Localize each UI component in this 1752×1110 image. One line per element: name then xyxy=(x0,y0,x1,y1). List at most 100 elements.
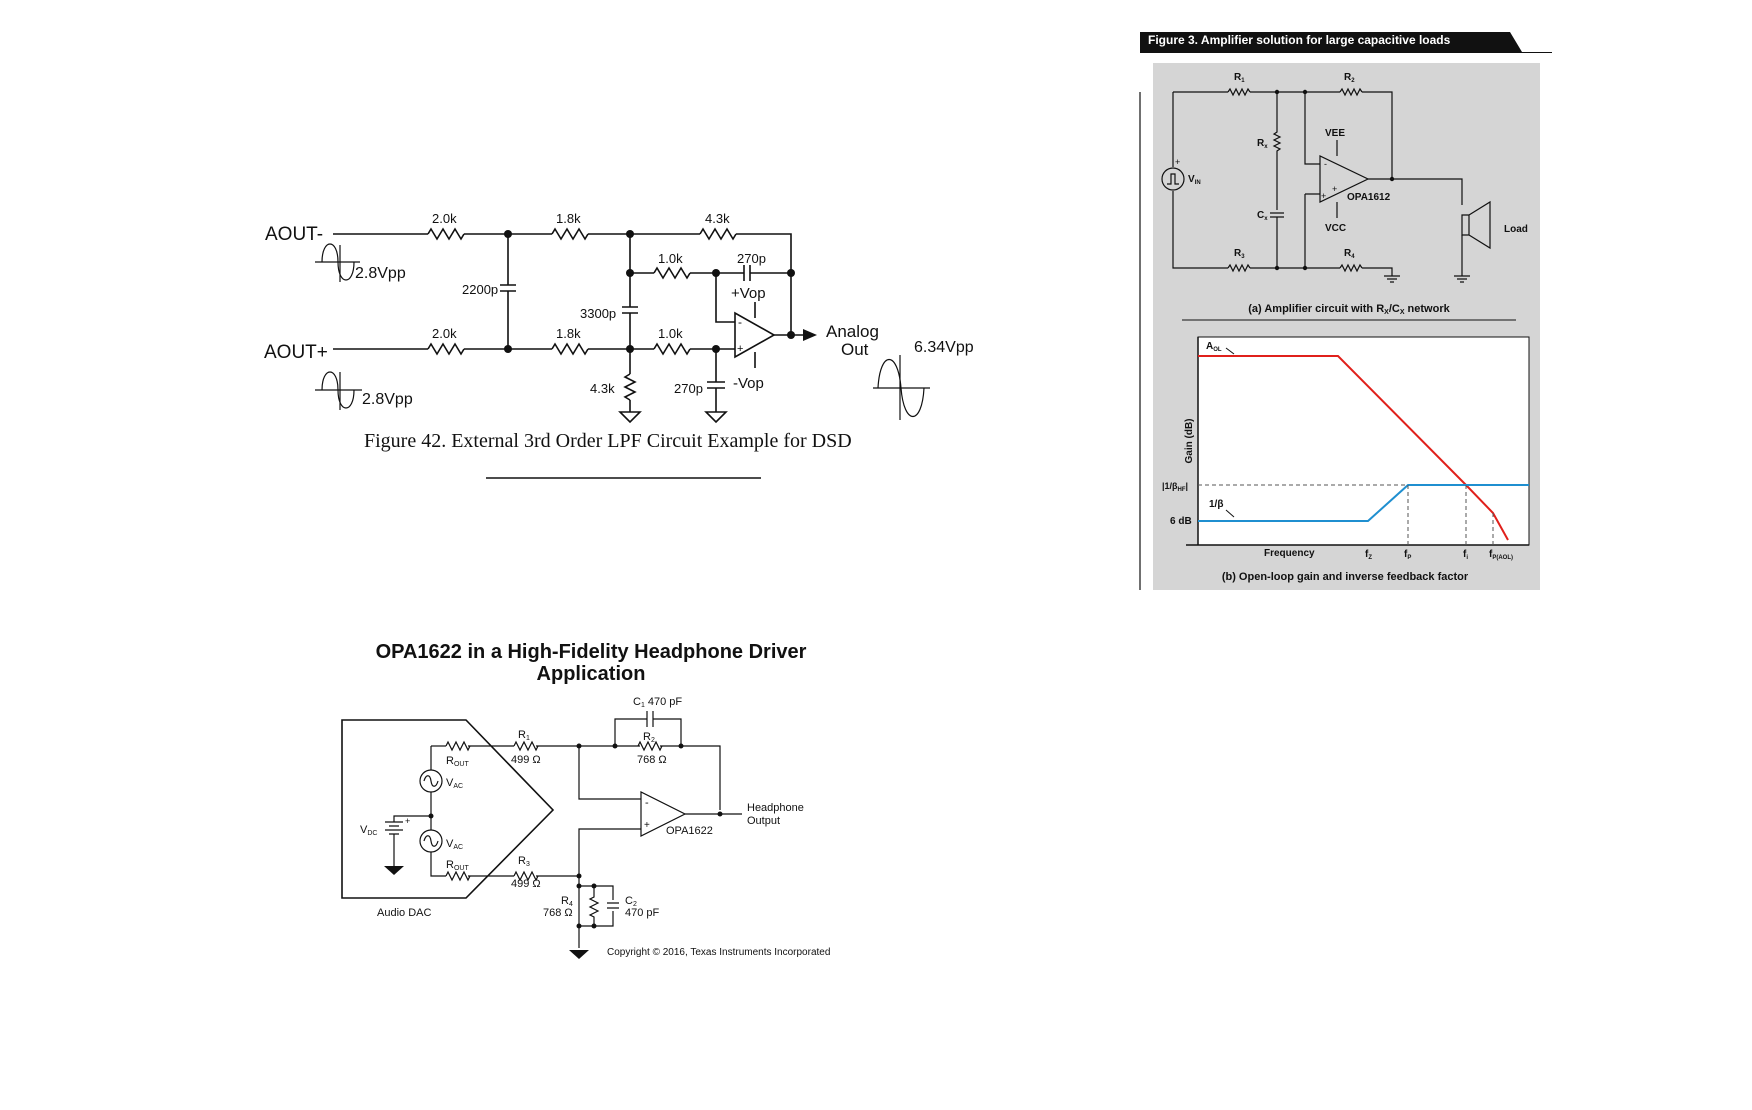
c-shunt2-label: 3300p xyxy=(580,306,616,321)
db6-label: 6 dB xyxy=(1170,516,1192,527)
svg-text:+: + xyxy=(737,343,743,355)
svg-text:R1: R1 xyxy=(1234,72,1245,84)
svg-text:-: - xyxy=(645,797,649,809)
r4-label: 1.0k xyxy=(658,251,683,266)
lpf-opamp xyxy=(734,311,776,359)
dac-ground-icon xyxy=(384,866,404,875)
svg-text:+: + xyxy=(644,820,650,831)
opa1612-label: OPA1612 xyxy=(1347,192,1391,203)
svg-text:C2: C2 xyxy=(625,895,637,908)
fig3-circuit: R1 R2 Rx Cx VEE VCC OPA1612 - + + Load xyxy=(1161,72,1528,283)
rout2-resistor xyxy=(445,870,471,882)
analog-out-label-2: Out xyxy=(841,340,869,359)
fig3-title: Figure 3. Amplifier solution for large c… xyxy=(1148,33,1451,47)
svg-text:VAC: VAC xyxy=(446,777,463,790)
r-ground-label: 4.3k xyxy=(590,381,615,396)
vout-label: 6.34Vpp xyxy=(914,339,974,356)
svg-text:fP(AOL): fP(AOL) xyxy=(1489,549,1513,561)
fig3-xlabel: Frequency xyxy=(1264,548,1315,559)
svg-text:R2: R2 xyxy=(643,731,655,744)
svg-text:fP: fP xyxy=(1404,549,1411,561)
input-sine-icon-plus xyxy=(315,371,362,410)
svg-text:+: + xyxy=(1175,157,1180,167)
svg-text:VDC: VDC xyxy=(360,824,377,837)
svg-text:fZ: fZ xyxy=(1365,549,1372,561)
svg-text:R4: R4 xyxy=(561,895,573,908)
svg-text:VAC: VAC xyxy=(446,838,463,851)
svg-text:-: - xyxy=(738,315,742,329)
rout1-resistor xyxy=(445,740,471,752)
r3-value: 499 Ω xyxy=(511,878,541,890)
r4-value: 768 Ω xyxy=(543,907,573,919)
r1-label: 2.0k xyxy=(432,211,457,226)
analog-out-label: Analog xyxy=(826,322,879,341)
resistor-1k8-top xyxy=(551,227,589,241)
svg-text:|1/βHF|: |1/βHF| xyxy=(1162,481,1188,493)
lpf-circuit: AOUT- AOUT+ 2.8Vpp 2.8Vpp 2.0k 1.8k 4.3k xyxy=(264,211,974,479)
r3-resistor xyxy=(513,870,539,882)
headphone-title-2: Application xyxy=(537,663,646,685)
svg-text:VIN: VIN xyxy=(1188,174,1201,186)
resistor-4k3-feedback xyxy=(699,227,737,241)
svg-text:fi: fi xyxy=(1463,549,1468,561)
c-feedback-label: 270p xyxy=(737,251,766,266)
r4-resistor xyxy=(588,886,600,926)
opa1622-opamp xyxy=(640,791,687,837)
resistor-1k0-mid xyxy=(653,266,691,280)
svg-text:ROUT: ROUT xyxy=(446,755,469,768)
svg-text:R2: R2 xyxy=(1344,72,1355,84)
copyright: Copyright © 2016, Texas Instruments Inco… xyxy=(607,947,830,958)
resistor-4k3-ground xyxy=(623,373,637,401)
r5-label: 2.0k xyxy=(432,326,457,341)
svg-text:Cx: Cx xyxy=(1257,210,1268,222)
fig3-r4 xyxy=(1339,263,1363,273)
svg-text:AOL: AOL xyxy=(1206,341,1222,353)
r7-label: 1.0k xyxy=(658,326,683,341)
vdc-battery-icon xyxy=(385,821,403,866)
svg-text:-: - xyxy=(1324,159,1327,169)
svg-text:ROUT: ROUT xyxy=(446,859,469,872)
dac-label: Audio DAC xyxy=(377,907,431,919)
r1-value: 499 Ω xyxy=(511,754,541,766)
vpos-label: +Vop xyxy=(731,285,766,302)
resistor-2k0-top xyxy=(427,227,465,241)
fig3-r3 xyxy=(1227,263,1251,273)
inverse-beta-curve xyxy=(1198,484,1529,522)
r2-resistor xyxy=(637,740,663,752)
fig3-r1 xyxy=(1227,87,1251,97)
output-arrow-icon xyxy=(803,329,817,341)
fig3-caption-a: (a) Amplifier circuit with RX/CX network xyxy=(1248,303,1450,316)
fig3-opamp xyxy=(1319,155,1370,203)
svg-text:R3: R3 xyxy=(518,855,530,868)
c1-capacitor xyxy=(614,711,682,746)
input-sine-icon-minus xyxy=(315,243,360,282)
inv-beta-label: 1/β xyxy=(1209,499,1223,510)
c-ground-label: 270p xyxy=(674,381,703,396)
vcc-label: VCC xyxy=(1325,223,1346,234)
fig3-titlebar xyxy=(1140,32,1552,53)
lpf-caption: Figure 42. External 3rd Order LPF Circui… xyxy=(364,430,852,452)
r2-label: 1.8k xyxy=(556,211,581,226)
r1-resistor xyxy=(513,740,539,752)
headphone-circuit: OPA1622 in a High-Fidelity Headphone Dri… xyxy=(341,641,830,959)
headphone-output-label: Headphone xyxy=(747,802,804,814)
fig3-r2 xyxy=(1339,87,1363,97)
vneg-label: -Vop xyxy=(733,375,764,392)
fig3-ylabel: Gain (dB) xyxy=(1184,419,1195,464)
aout-minus-label: AOUT- xyxy=(265,224,323,245)
ground-icon xyxy=(569,950,589,959)
c-shunt1-label: 2200p xyxy=(462,282,498,297)
c2-capacitor xyxy=(579,885,619,927)
r3-label: 4.3k xyxy=(705,211,730,226)
figure3: Figure 3. Amplifier solution for large c… xyxy=(1139,32,1552,590)
svg-text:Rx: Rx xyxy=(1257,138,1268,150)
resistor-2k0-bottom xyxy=(427,342,465,356)
opa1622-label: OPA1622 xyxy=(666,825,713,837)
fig3-caption-b: (b) Open-loop gain and inverse feedback … xyxy=(1222,571,1469,583)
fig3-plot: Gain (dB) AOL |1/βHF| 6 dB 1/β Frequency… xyxy=(1162,336,1530,561)
vin-minus-label: 2.8Vpp xyxy=(355,265,406,282)
vee-label: VEE xyxy=(1325,128,1345,139)
svg-text:+: + xyxy=(405,816,410,826)
